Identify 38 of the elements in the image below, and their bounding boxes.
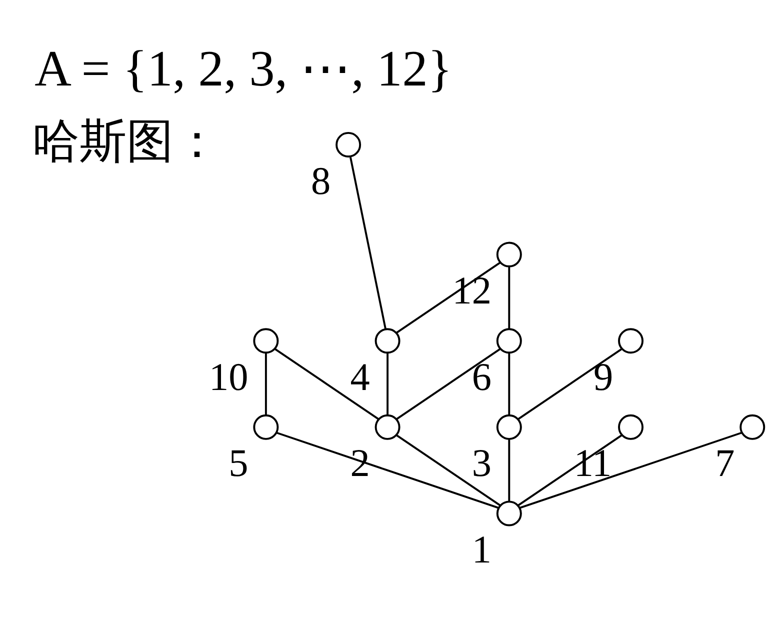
connector — [508, 353, 510, 416]
connector — [386, 353, 389, 416]
connector — [264, 353, 267, 416]
node-circle — [740, 414, 766, 440]
node-circle — [496, 242, 522, 268]
node-label: 8 — [311, 160, 331, 203]
node-circle — [374, 414, 400, 440]
node-label: 6 — [472, 356, 492, 399]
node-label: 11 — [574, 442, 612, 486]
node-label: 4 — [350, 356, 370, 399]
connector — [517, 434, 622, 506]
node-label: 5 — [228, 442, 248, 486]
node-circle — [336, 132, 362, 158]
node-label: 9 — [593, 356, 614, 399]
connector — [508, 439, 510, 502]
connector — [396, 262, 500, 334]
connector — [396, 434, 501, 506]
diagram-title: A = {1, 2, 3, ⋯, 12} — [34, 41, 452, 98]
node-circle — [253, 328, 279, 354]
node-label: 12 — [452, 270, 492, 313]
connector — [508, 266, 510, 329]
node-label: 7 — [715, 442, 735, 486]
node-label: 10 — [209, 356, 248, 399]
node-circle — [496, 500, 522, 526]
connector — [274, 348, 380, 420]
node-circle — [253, 414, 279, 440]
node-circle — [496, 414, 522, 440]
label: 哈斯图： — [32, 114, 221, 169]
node-label: 1 — [472, 528, 492, 572]
node-label: 3 — [472, 442, 492, 486]
node-circle — [618, 328, 644, 354]
node-circle — [496, 328, 522, 354]
connector — [519, 432, 742, 509]
connector — [517, 348, 622, 420]
connector — [350, 156, 387, 330]
node-circle — [374, 328, 400, 354]
connector — [396, 348, 500, 420]
node-circle — [618, 414, 644, 440]
